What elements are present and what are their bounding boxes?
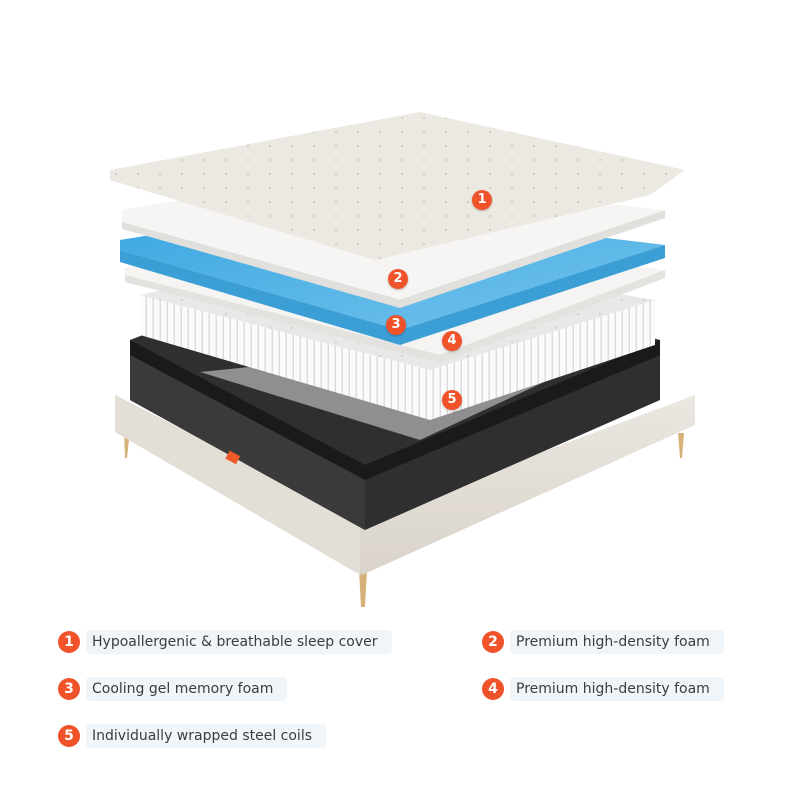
legend-item-3: 3 Cooling gel memory foam [58, 677, 288, 701]
legend-number-3: 3 [58, 678, 80, 700]
marker-3: 3 [386, 315, 406, 335]
mattress-illustration-svg [110, 112, 695, 607]
legend-number-4: 4 [482, 678, 504, 700]
legend-number-2: 2 [482, 631, 504, 653]
marker-2: 2 [388, 269, 408, 289]
marker-4: 4 [442, 331, 462, 351]
legend-item-4: 4 Premium high-density foam [482, 677, 724, 701]
mattress-layers-illustration: 1 2 3 4 5 [110, 112, 695, 607]
legend-item-5: 5 Individually wrapped steel coils [58, 724, 327, 748]
legend-number-1: 1 [58, 631, 80, 653]
legend-item-1: 1 Hypoallergenic & breathable sleep cove… [58, 630, 392, 654]
bed-frame [115, 395, 695, 575]
legend-label-4: Premium high-density foam [510, 677, 724, 701]
legend-number-5: 5 [58, 725, 80, 747]
legend-label-2: Premium high-density foam [510, 630, 724, 654]
legend-label-1: Hypoallergenic & breathable sleep cover [86, 630, 392, 654]
legend-label-5: Individually wrapped steel coils [86, 724, 327, 748]
marker-5: 5 [442, 390, 462, 410]
legend-item-2: 2 Premium high-density foam [482, 630, 724, 654]
sleep-cover-layer-1 [110, 112, 685, 260]
marker-1: 1 [472, 190, 492, 210]
brand-tag [225, 450, 241, 465]
legend-label-3: Cooling gel memory foam [86, 677, 288, 701]
